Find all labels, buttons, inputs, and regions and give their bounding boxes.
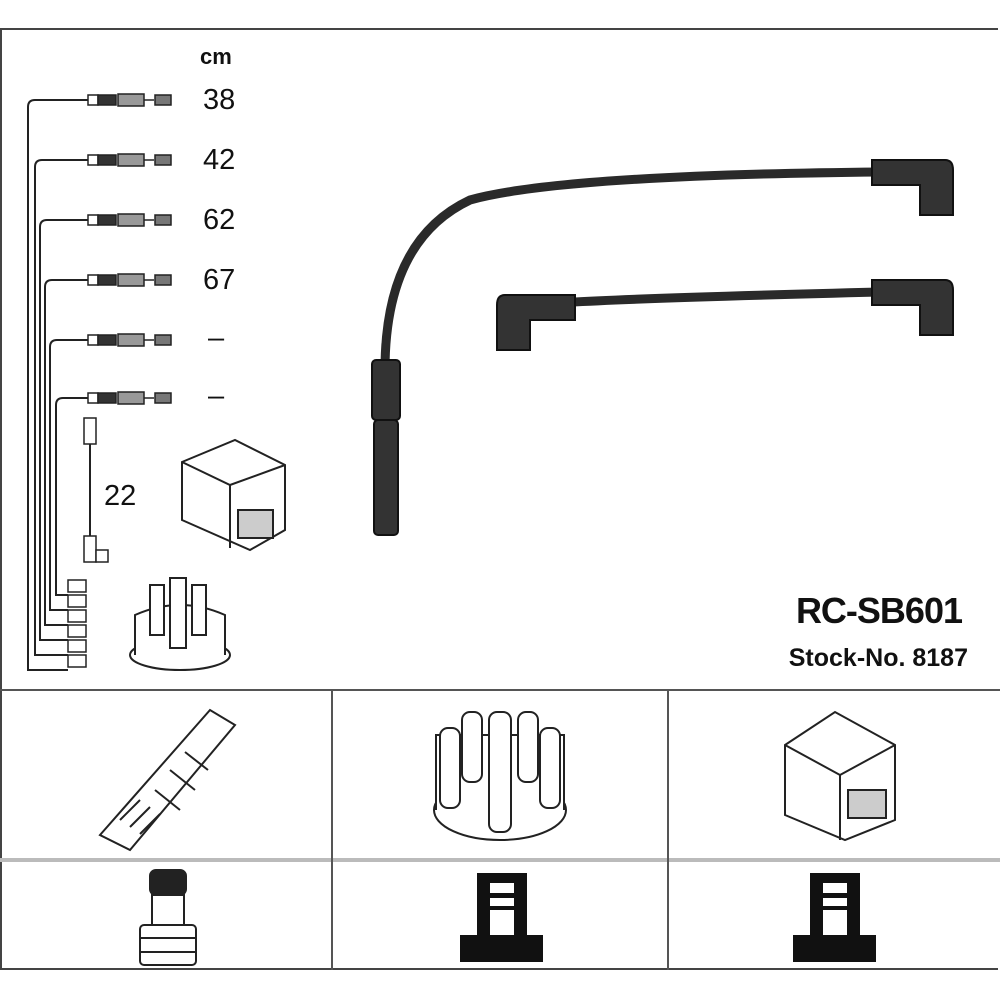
cable-length-3: 62	[203, 204, 236, 236]
ignition-coil-icon	[784, 710, 896, 842]
small-distributor-icon	[129, 577, 231, 671]
cable-length-5: –	[208, 322, 225, 354]
cable-connectors	[67, 93, 172, 668]
ignition-cables	[380, 167, 885, 375]
cable-length-4: 67	[203, 264, 236, 296]
stock-number: Stock-No. 8187	[788, 644, 968, 672]
cable-length-2: 42	[203, 144, 236, 176]
product-code: RC-SB601	[795, 590, 963, 631]
coil-connector-icon	[793, 873, 876, 962]
cable-schematic	[27, 99, 91, 671]
small-coil-icon	[181, 438, 286, 552]
cable-length-1: 38	[203, 84, 236, 116]
cable-boots	[371, 159, 954, 536]
cable-length-6: –	[208, 380, 225, 412]
spark-plug-icon	[98, 708, 237, 852]
diagram-frame	[0, 28, 998, 970]
unit-label: cm	[200, 44, 232, 69]
distributor-connector-icon	[460, 873, 543, 962]
distributor-cap-icon	[433, 711, 567, 841]
coil-cable-length: 22	[104, 480, 137, 512]
spark-plug-connector-icon	[139, 869, 197, 966]
